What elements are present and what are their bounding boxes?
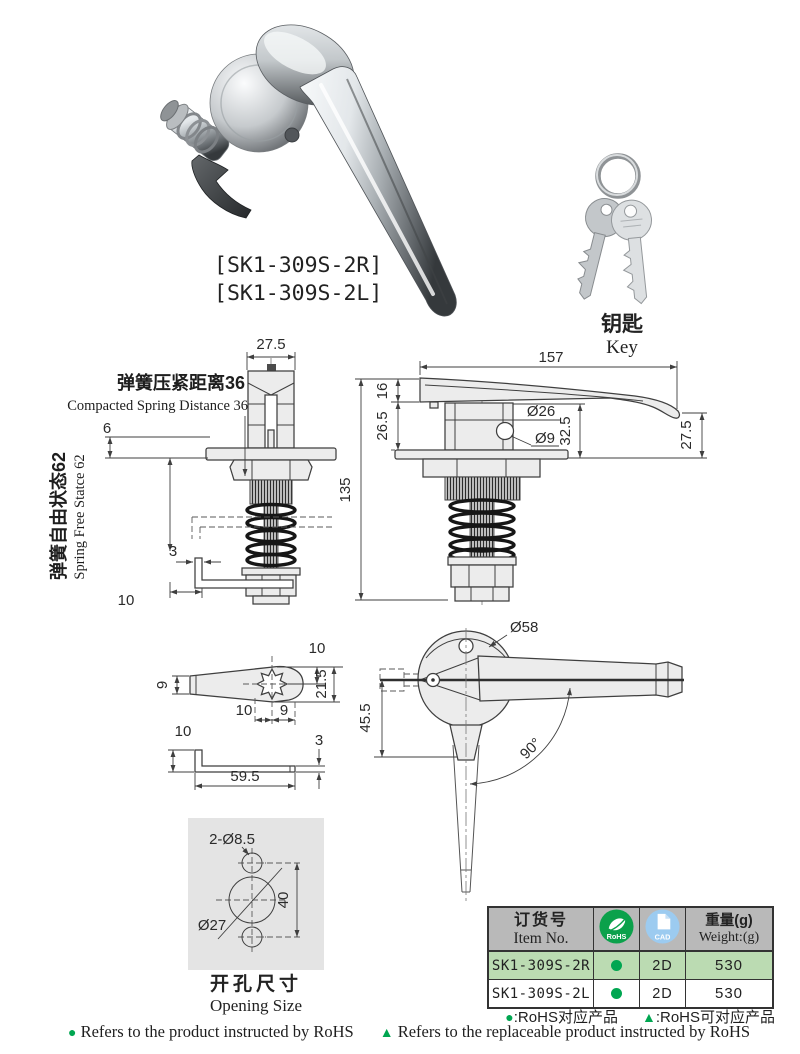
opening-size-drawing: 2-Ø8.5 Ø27 40 [198, 831, 302, 952]
key-caption-en: Key [606, 337, 638, 358]
legend-en-tri-text: Refers to the replaceable product instru… [397, 1022, 751, 1041]
latch-body-front [191, 364, 337, 605]
dim-59-5: 59.5 [230, 768, 259, 785]
handle-product-photo [160, 24, 457, 317]
cad-value: 2D [639, 950, 686, 980]
dim-21-5: 21.5 [313, 669, 330, 698]
top-view-drawing: Ø58 45.5 90° [357, 619, 684, 904]
model-label-l: [SK1-309S-2L] [214, 281, 383, 306]
weight-value: 530 [685, 950, 774, 980]
latch-bar-front [194, 557, 294, 589]
header-cad: CAD [639, 906, 686, 952]
dim-10-bar: 10 [175, 723, 192, 740]
cad-badge-icon: CAD [645, 909, 680, 944]
rohs-dot-icon [611, 959, 622, 971]
side-dimension-lines [355, 361, 707, 601]
opening-size-caption: 开孔尺寸 Opening Size [188, 973, 324, 1016]
key-front [610, 199, 652, 305]
dim-26-5: 26.5 [374, 411, 391, 440]
compacted-spring-en: Compacted Spring Distance 36 [67, 398, 248, 414]
handle-rotated-position [452, 744, 480, 893]
spring-shaft [160, 100, 230, 161]
dim-dia-9: Ø9 [535, 430, 555, 447]
cam-plate-view [172, 656, 343, 725]
dim-9-cam-bottom: 9 [280, 702, 288, 719]
legend-cn-tri-text: :RoHS可对应产品 [655, 1009, 775, 1026]
green-triangle-icon: ▲ [641, 1009, 656, 1025]
green-dot-icon: ● [505, 1009, 514, 1025]
dim-45-5: 45.5 [357, 703, 374, 732]
dim-dia-26: Ø26 [527, 403, 555, 420]
svg-text:CAD: CAD [655, 933, 671, 942]
legend-en: ● Refers to the product instructed by Ro… [68, 1022, 750, 1042]
front-view-drawing: 27.5 弹簧压紧距离36 Compacted Spring Distance … [48, 336, 337, 609]
legend-cn-dot-text: :RoHS对应产品 [513, 1009, 618, 1026]
key-caption-cn: 钥匙 [601, 313, 643, 336]
dim-6: 6 [103, 420, 111, 437]
rohs-badge-icon: RoHS [599, 909, 634, 944]
top-view-body [379, 628, 684, 904]
table-row: SK1-309S-2L 2D 530 [487, 979, 774, 1009]
opening-size-panel: 2-Ø8.5 Ø27 40 [188, 818, 324, 970]
dim-157: 157 [538, 349, 563, 366]
key-caption: 钥匙 Key [572, 313, 672, 359]
key-photo [577, 153, 652, 305]
green-triangle-icon: ▲ [379, 1024, 394, 1040]
cam-bar-drawings: 9 10 21.5 10 9 10 3 59.5 [154, 640, 343, 790]
model-label-r: [SK1-309S-2R] [214, 253, 383, 278]
rosette-screw [284, 127, 300, 143]
dim-dia-58: Ø58 [510, 619, 538, 636]
dim-10-cam-top: 10 [309, 640, 326, 657]
dim-90deg: 90° [517, 735, 545, 763]
dim-10-front: 10 [118, 592, 135, 609]
cad-value: 2D [639, 979, 686, 1009]
legend-cn: ●:RoHS对应产品 ▲:RoHS可对应产品 [505, 1006, 775, 1027]
compacted-spring-cn: 弹簧压紧距离36 [117, 372, 245, 393]
dim-32-5: 32.5 [557, 416, 574, 445]
side-view-drawing: 157 16 26.5 135 Ø26 Ø9 32.5 27.5 [337, 349, 707, 605]
dim-3-front: 3 [169, 543, 177, 560]
svg-text:RoHS: RoHS [607, 932, 627, 941]
header-weight: 重量(g) Weight:(g) [685, 906, 774, 952]
latch-bar-view [168, 749, 325, 790]
opening-caption-cn: 开孔尺寸 [209, 974, 302, 995]
item-number: SK1-309S-2R [487, 950, 594, 980]
dim-dia-27: Ø27 [198, 917, 226, 934]
spring-free-en: Spring Free Statce 62 [72, 454, 88, 579]
dim-16: 16 [374, 383, 391, 400]
hole-9mm [495, 421, 515, 441]
latch-body-side [394, 377, 681, 602]
latch-bar-hidden [191, 516, 332, 539]
spring-free-cn: 弹簧自由状态62 [48, 452, 69, 580]
latch-hook [191, 154, 252, 219]
table-row: SK1-309S-2R 2D 530 [487, 950, 774, 980]
model-labels: [SK1-309S-2R] [SK1-309S-2L] [214, 252, 382, 308]
front-dimension-lines [105, 352, 296, 598]
dim-10-cam-bottom: 10 [236, 702, 253, 719]
header-rohs: RoHS [593, 906, 640, 952]
dim-2-dia-8-5: 2-Ø8.5 [209, 831, 255, 848]
dim-27-5-front: 27.5 [256, 336, 285, 353]
top-dimension-lines [374, 634, 572, 787]
spec-table: 订货号 Item No. RoHS CAD [487, 906, 774, 1009]
handle-grip-top [477, 655, 683, 702]
dim-9-cam: 9 [154, 681, 171, 689]
weight-value: 530 [685, 979, 774, 1009]
dim-3-bar: 3 [315, 732, 323, 749]
item-number: SK1-309S-2L [487, 979, 594, 1009]
main-hole [228, 876, 276, 924]
opening-caption-en: Opening Size [209, 996, 303, 1015]
legend-en-dot-text: Refers to the product instructed by RoHS [80, 1022, 354, 1041]
dim-40: 40 [275, 892, 292, 909]
header-item-no: 订货号 Item No. [487, 906, 594, 952]
table-header-row: 订货号 Item No. RoHS CAD [487, 906, 774, 952]
rohs-dot-icon [611, 987, 622, 999]
dim-27-5-side: 27.5 [678, 420, 695, 449]
green-dot-icon: ● [68, 1024, 77, 1040]
dim-135: 135 [337, 477, 354, 502]
